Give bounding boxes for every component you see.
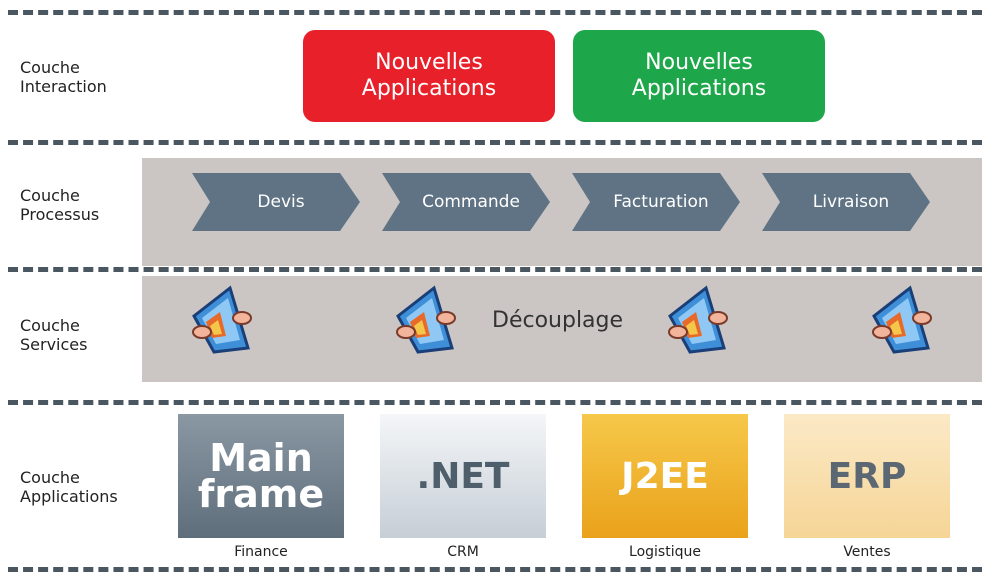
- layer-label-interaction: Couche Interaction: [20, 58, 107, 96]
- new-applications-red: Nouvelles Applications: [303, 30, 555, 122]
- decoupling-icon: [866, 282, 938, 360]
- separator-line: [8, 567, 982, 572]
- system-caption-logistique: Logistique: [629, 544, 701, 560]
- system-caption-ventes: Ventes: [843, 544, 891, 560]
- decoupling-icon: [390, 282, 462, 360]
- process-step-devis: Devis: [192, 173, 372, 231]
- separator-line: [8, 267, 982, 272]
- decoupling-icon: [186, 282, 258, 360]
- layer-label-services: Couche Services: [20, 316, 88, 354]
- chevron-shape: [382, 173, 550, 231]
- system-caption-crm: CRM: [447, 544, 479, 560]
- system-erp: ERP: [784, 414, 950, 538]
- decoupling-label: Découplage: [492, 308, 624, 333]
- process-step-commande: Commande: [382, 173, 562, 231]
- separator-line: [8, 400, 982, 405]
- layer-label-applications: Couche Applications: [20, 468, 118, 506]
- chevron-shape: [192, 173, 360, 231]
- layer-label-processus: Couche Processus: [20, 186, 100, 224]
- decoupling-icon: [662, 282, 734, 360]
- new-applications-green: Nouvelles Applications: [573, 30, 825, 122]
- services-band: [142, 276, 982, 382]
- system-dotnet: .NET: [380, 414, 546, 538]
- separator-line: [8, 140, 982, 145]
- process-step-livraison: Livraison: [762, 173, 942, 231]
- separator-line: [8, 10, 982, 15]
- system-mainframe: Main frame: [178, 414, 344, 538]
- chevron-shape: [762, 173, 930, 231]
- chevron-shape: [572, 173, 740, 231]
- system-j2ee: J2EE: [582, 414, 748, 538]
- system-caption-finance: Finance: [234, 544, 288, 560]
- process-step-facturation: Facturation: [572, 173, 752, 231]
